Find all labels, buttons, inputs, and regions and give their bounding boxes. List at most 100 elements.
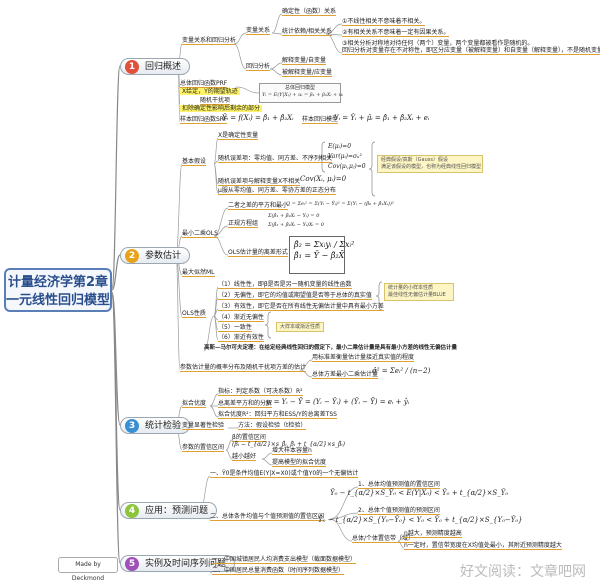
node-variable-relations[interactable]: 变量关系 <box>246 27 271 35</box>
branch-label: 实例及时间序列问题 <box>145 559 227 569</box>
note-gauss-assumption: 经典假设/高斯（Gauss）假设 满足该假设的模型，也称为经典线性回归模型 <box>377 155 483 173</box>
number-badge-5: 5 <box>125 557 139 571</box>
connector-line <box>233 32 247 45</box>
made-by-label: Made by Deckmond <box>58 557 118 581</box>
number-badge-2: 2 <box>125 249 139 263</box>
connector-line <box>269 68 283 76</box>
node-property-linearity[interactable]: （1）线性性，即β是否是另一随机变量的线性函数 <box>218 281 352 289</box>
formula-individual-interval: Ŷ₀ − t_{α/2}×S_{Y₀−Ŷ₀} < Y₀ < Ŷ₀ + t_{α/… <box>318 516 523 524</box>
node-correlation-vs-regression-2[interactable]: 回归分析对变量存在不对称性，即区分应变量（被解释变量）和自变量（解释变量），不是… <box>342 47 600 55</box>
connector-line <box>397 540 405 549</box>
formula-population-model: Yᵢ = E(Y|Xᵢ) + uᵢ = β₁ + β₂Xᵢ + uᵢ <box>262 92 344 98</box>
box-title: 总体回归模型 <box>284 85 315 91</box>
node-correlation-vs-regression-1[interactable]: ③相关分析对称地对待任何（两个）变量，两个变量都被看作是随机的。 <box>342 40 534 47</box>
node-ml[interactable]: 最大似然ML <box>182 269 215 277</box>
note-line: 统计量的小样本性质 <box>388 285 434 291</box>
formula-cov-zero: Cov(Xᵢ, μᵢ)=0 <box>300 175 347 183</box>
node-ols[interactable]: 最小二乘OLS <box>182 230 218 238</box>
central-topic[interactable]: 计量经济学第2章 一元线性回归模型 <box>4 268 112 312</box>
formula-srf: Ŷᵢ = f(Xᵢ) = β̂₁ + β̂₂Xᵢ <box>222 114 294 122</box>
node-larger-n-precision[interactable]: n越大，预测精度越高 <box>404 530 462 538</box>
node-mean-interval[interactable]: 1、总体均值预测值的置信区间 <box>358 481 440 489</box>
node-property-consistency[interactable]: （5）一致性 <box>218 324 252 332</box>
node-property-efficiency[interactable]: （3）有效性，即它是否在所有线性无偏估计量中具有最小方差 <box>218 303 384 311</box>
node-r2-indicator[interactable]: 指标：判定系数（可决系数）R² <box>218 388 303 396</box>
note-disturbance-meaning: 扣除确定性影响后剩余的部分 <box>180 105 263 112</box>
connector-line <box>213 160 219 165</box>
node-band-width[interactable]: n一定时，置信带宽度在X均值处最小，其附近预测精度越大 <box>404 542 562 550</box>
formula-q: Q = Σeᵢ² = Σ(Yᵢ − Ŷᵢ)² = Σ(Yᵢ − (β̂₀ + β… <box>286 201 394 207</box>
node-gauss-markov-theorem[interactable]: 高斯—马尔可夫定理：在给定经典线性回归的假定下，最小二乘估计量是具有最小方差的线… <box>204 345 458 351</box>
node-random-disturbance[interactable]: 随机干扰项 <box>200 97 231 105</box>
node-improve-fit[interactable]: 提高模型的拟合优度 <box>272 459 327 467</box>
node-regression-analysis[interactable]: 回归分析 <box>246 63 271 71</box>
node-explained-variable[interactable]: 被解释变量/应变量 <box>282 69 333 77</box>
branch-regression-overview[interactable]: 1 回归概述 <box>120 58 191 75</box>
node-goodness-of-fit[interactable]: 拟合优度 <box>182 400 207 408</box>
connector-line <box>261 452 273 460</box>
connector-line <box>111 295 121 564</box>
node-unbiased-forecast[interactable]: 一、Ŷ0是条件均值E(Y|X=X0)或个值Y0的一个无偏估计 <box>210 470 359 478</box>
node-significance-test[interactable]: 变量显著性检验 <box>182 422 225 430</box>
node-ols-properties[interactable]: OLS性质 <box>182 310 206 318</box>
node-confidence-interval[interactable]: 参数的置信区间 <box>182 444 225 452</box>
node-property-unbiased[interactable]: （2）无偏性，即它的均值或期望值是否等于总体的真实值 <box>218 292 372 300</box>
connector-line <box>233 43 247 70</box>
node-deterministic-relation[interactable]: 确定性（函数）关系 <box>282 8 337 16</box>
node-basic-assumptions[interactable]: 基本假设 <box>182 158 207 166</box>
connector-line <box>213 225 229 237</box>
branch-examples[interactable]: 5 实例及时间序列问题 <box>120 555 236 572</box>
node-increase-n[interactable]: 增大样本容量n <box>272 447 312 455</box>
node-explanatory-variable[interactable]: 解释变量/自变量 <box>282 57 327 65</box>
node-t-test-method[interactable]: 方法：假设检验（t检验） <box>238 422 307 430</box>
node-standard-deviation-measure[interactable]: 用标准差衡量估计量接近真实值的程度 <box>312 354 415 362</box>
connector-line <box>329 512 359 520</box>
formula-normal-1: Σ(β̂₁ + β̂₂Xᵢ − Yᵢ) = 0 <box>268 213 320 219</box>
node-beta-interval[interactable]: β的置信区间 <box>232 434 266 442</box>
connector-line <box>209 393 219 407</box>
formula-tss: yᵢ = Yᵢ − Ȳ = (Yᵢ − Ŷᵢ) + (Ŷᵢ − Ȳ) = eᵢ … <box>266 398 410 406</box>
node-assumption-error-term[interactable]: 随机误差项：零均值、同方差、不序列相关 <box>218 155 333 163</box>
node-no-causality[interactable]: ②有相关关系不意味着一定有因果关系。 <box>342 29 450 37</box>
connector-line <box>271 13 283 34</box>
node-property-asym-efficiency[interactable]: （6）渐近有效性 <box>218 334 264 342</box>
connector-line <box>209 405 219 418</box>
node-sample-regression-model[interactable]: 样本回归模型 <box>302 116 339 124</box>
branch-statistical-tests[interactable]: 3 统计检验 <box>120 417 191 434</box>
node-assumption-uncorrelated[interactable]: 随机误差项与解释变量X不相关 <box>218 178 301 186</box>
node-example-cross-section[interactable]: 一、中国城镇居民人均消费支出模型（截面数据模型） <box>212 556 357 564</box>
node-statistical-relation[interactable]: 统计依赖/相关关系 <box>282 28 333 36</box>
connector-line <box>269 62 283 70</box>
node-deviation-form[interactable]: OLS估计量的离差形式 <box>228 249 288 257</box>
node-property-asym-unbiased[interactable]: （4）渐近无偏性 <box>218 314 264 322</box>
node-assumption-normal[interactable]: μ服从零均值、同方差、零协方差的正态分布 <box>218 187 336 195</box>
branch-parameter-estimation[interactable]: 2 参数估计 <box>120 247 191 264</box>
node-prf[interactable]: 总体回归函数PRF <box>180 80 228 88</box>
connector-line <box>213 207 229 237</box>
node-individual-interval[interactable]: 2、总体个值预测值的预测区间 <box>358 507 440 515</box>
node-tss-decomposition[interactable]: 总离差平方和的分解 <box>218 400 273 408</box>
watermark: 好文阅读：文章吧网 <box>460 564 586 580</box>
note-line: 大样本或渐近性质 <box>280 324 321 330</box>
node-smaller-better[interactable]: 越小越好 <box>232 453 257 461</box>
branch-label: 统计检验 <box>145 421 182 431</box>
connector-line <box>111 291 121 426</box>
number-badge-1: 1 <box>125 60 139 74</box>
node-variable-relations-analysis[interactable]: 变量关系和回归分析 <box>182 37 237 45</box>
node-forecast-intervals[interactable]: 二、总体条件均值与个值预测值的置信区间 <box>210 513 325 521</box>
connector-line <box>213 315 219 341</box>
node-not-independent[interactable]: ①不线性相关不意味着不相关。 <box>342 18 426 26</box>
node-assumption-x-deterministic[interactable]: X是确定性变量 <box>218 132 259 140</box>
formula-no-autocorrelation: Cov(μᵢ,μⱼ)=0 <box>328 163 366 170</box>
branch-forecasting[interactable]: 4 应用：预测问题 <box>120 502 218 519</box>
connector-line <box>271 32 283 35</box>
node-example-time-series[interactable]: 二、中国居民总量消费函数（时间序列数据模型） <box>212 567 345 575</box>
node-normal-equations[interactable]: 正规方程组 <box>228 220 259 228</box>
node-r2-definition[interactable]: 拟合优度R²：回归平方和ESS/Y的总离差TSS <box>218 411 337 419</box>
node-min-sum-squares[interactable]: 二者之差的平方和最小 <box>228 202 289 210</box>
node-variance-ls-estimator[interactable]: 总体方差最小二乘估计量 <box>312 371 379 379</box>
box-deviation-formulas: β̂₂ = Σxᵢyᵢ / Σxᵢ² β̂₁ = Ȳ − β̂₂X̄ <box>289 236 354 274</box>
node-probability-distribution[interactable]: 参数估计量的概率分布及随机干扰项方差的估计 <box>180 364 307 372</box>
node-confidence-band[interactable]: 总体/个体置信带（域） <box>352 535 415 543</box>
node-srf[interactable]: 样本回归函数SRF <box>180 116 228 124</box>
